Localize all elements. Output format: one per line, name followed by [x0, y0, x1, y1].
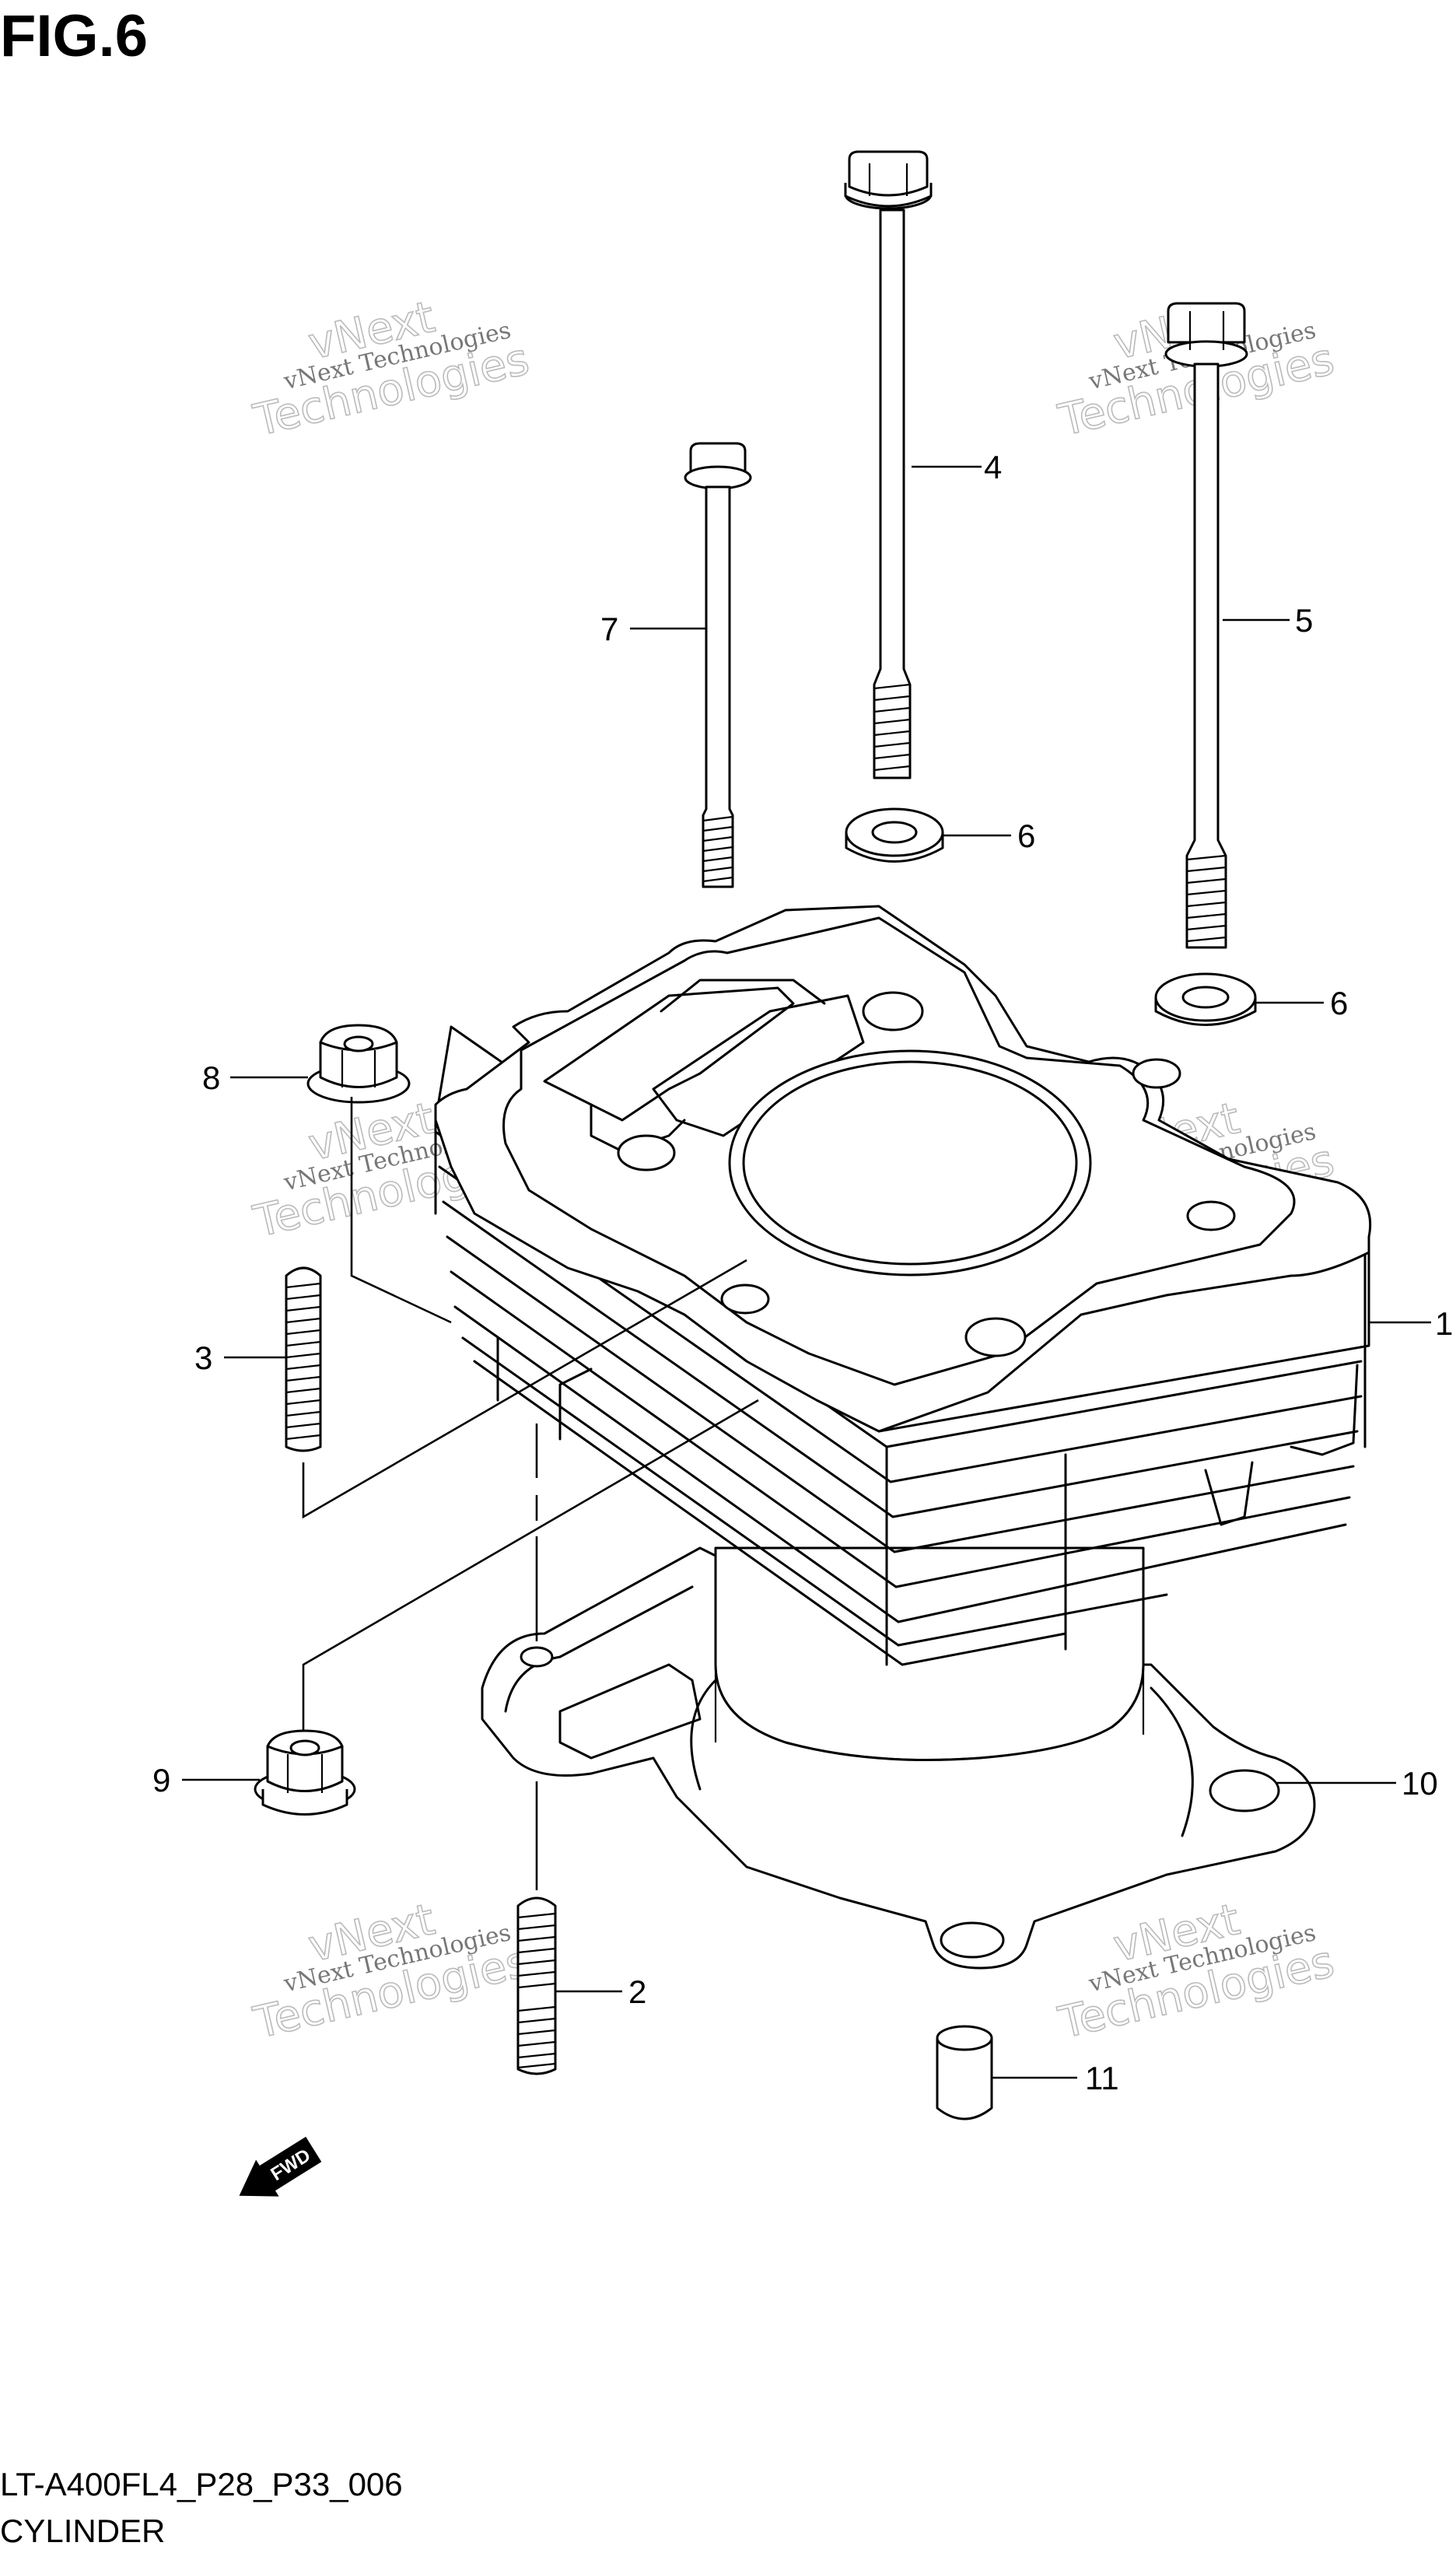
cylinder-1 [434, 905, 1372, 1761]
bolt-7 [684, 442, 752, 888]
washer-6-lower [1154, 972, 1257, 1026]
callout-2: 2 [628, 1973, 646, 2010]
washer-6-upper [845, 807, 944, 863]
leader-lines [182, 465, 1431, 2079]
callout-3: 3 [194, 1340, 212, 1376]
callout-10: 10 [1402, 1765, 1438, 1802]
figure-code: LT-A400FL4_P28_P33_006 [0, 2466, 403, 2502]
callout-11: 11 [1085, 2060, 1119, 2096]
dowel-pin-11 [936, 2025, 993, 2120]
bolt-4 [844, 150, 933, 779]
callout-4: 4 [984, 449, 1002, 485]
callout-6-upper: 6 [1017, 818, 1035, 854]
stud-3 [285, 1266, 322, 1452]
stud-2 [516, 1896, 557, 2075]
callout-8: 8 [202, 1059, 220, 1096]
callout-7: 7 [600, 611, 618, 647]
callout-6-lower: 6 [1330, 985, 1348, 1021]
callout-9: 9 [152, 1762, 170, 1798]
gasket-10 [481, 1546, 1316, 1970]
fwd-arrow-icon: FWD [239, 2136, 322, 2197]
watermark-top-left: vNext Technologies vNext Technologies [248, 291, 534, 447]
nut-8 [306, 1024, 411, 1104]
watermark-bottom-left: vNext Technologies vNext Technologies [248, 1893, 534, 2049]
figure-title: FIG.6 [0, 3, 148, 69]
callout-5: 5 [1295, 602, 1313, 639]
nut-9 [254, 1729, 356, 1816]
bolt-5 [1164, 302, 1248, 949]
callout-1: 1 [1435, 1305, 1453, 1342]
figure-name: CYLINDER [0, 2513, 165, 2549]
